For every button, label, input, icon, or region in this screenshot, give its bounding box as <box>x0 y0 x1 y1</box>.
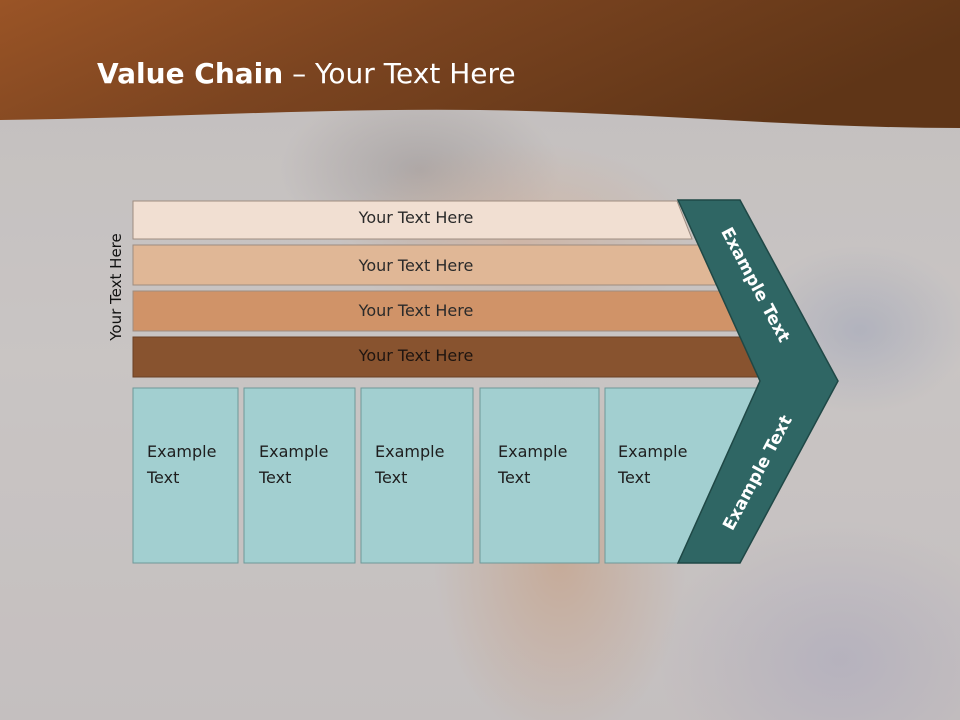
band-shape-3 <box>132 290 740 332</box>
band-shape-4 <box>132 336 764 378</box>
cell-label-1-line1: Example <box>147 442 217 461</box>
cell-label-4-line1: Example <box>498 442 568 461</box>
header-banner <box>0 0 960 128</box>
cell-label-4: Example Text <box>498 439 588 491</box>
cell-label-5-line1: Example <box>618 442 688 461</box>
chevron-shape <box>676 199 839 564</box>
cell-shape-4 <box>479 387 600 564</box>
band-shape-2 <box>132 244 717 286</box>
cell-shape-2 <box>243 387 356 564</box>
band-shapes <box>132 200 764 378</box>
title-rest: – Your Text Here <box>283 57 516 90</box>
cell-label-3: Example Text <box>375 439 465 491</box>
cell-label-3-line1: Example <box>375 442 445 461</box>
page-title: Value Chain – Your Text Here <box>97 54 516 94</box>
cell-label-2: Example Text <box>259 439 349 491</box>
diagram-reflection: Example Text Example Text Example Text E… <box>0 562 960 720</box>
cell-label-2-line1: Example <box>259 442 329 461</box>
title-bold: Value Chain <box>97 57 284 90</box>
cell-label-4-line2: Text <box>498 468 531 487</box>
cell-shape-1 <box>132 387 239 564</box>
cell-label-5-line2: Text <box>618 468 651 487</box>
cell-shapes <box>132 387 761 564</box>
cell-label-5: Example Text <box>618 439 708 491</box>
cell-label-3-line2: Text <box>375 468 408 487</box>
cell-label-1-line2: Text <box>147 468 180 487</box>
cell-shape-3 <box>360 387 474 564</box>
band-shape-1 <box>132 200 693 240</box>
cell-label-1: Example Text <box>147 439 237 491</box>
cell-label-2-line2: Text <box>259 468 292 487</box>
